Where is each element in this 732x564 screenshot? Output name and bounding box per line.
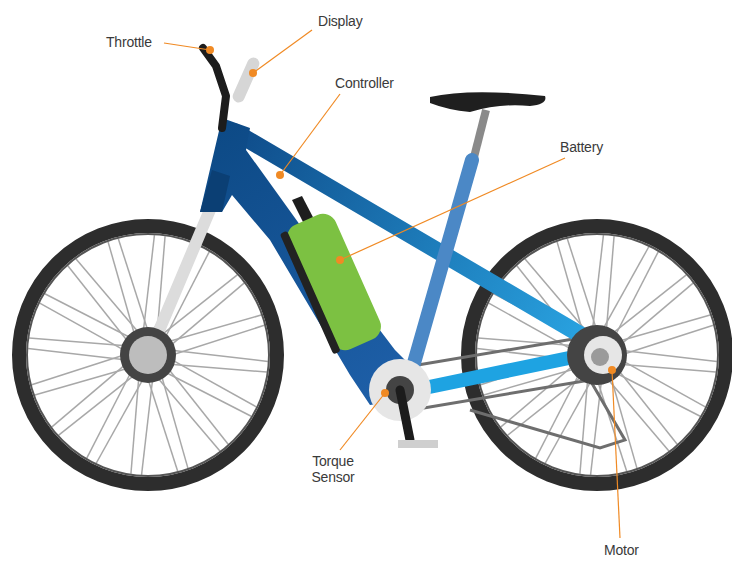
rear-hub-motor: [567, 325, 627, 385]
saddle: [430, 92, 545, 112]
part-label: Motor: [604, 542, 639, 558]
bottom-bracket: [369, 359, 438, 448]
leader-lines: [164, 30, 620, 538]
seat-tube: [412, 160, 472, 370]
part-label: Display: [318, 13, 363, 29]
rear-wheel: [468, 226, 726, 484]
part-label: Controller: [335, 75, 394, 91]
front-hub: [120, 327, 176, 383]
front-wheel: [19, 226, 277, 484]
chain: [400, 335, 625, 448]
leader-dots: [206, 46, 616, 397]
head-tube: [200, 170, 230, 212]
part-label: Torque Sensor: [302, 453, 364, 485]
battery: [279, 209, 385, 356]
part-label: Throttle: [106, 34, 152, 50]
down-tube: [200, 118, 415, 405]
handlebar: [203, 48, 226, 128]
display: [231, 56, 261, 105]
part-label: Battery: [560, 139, 603, 155]
